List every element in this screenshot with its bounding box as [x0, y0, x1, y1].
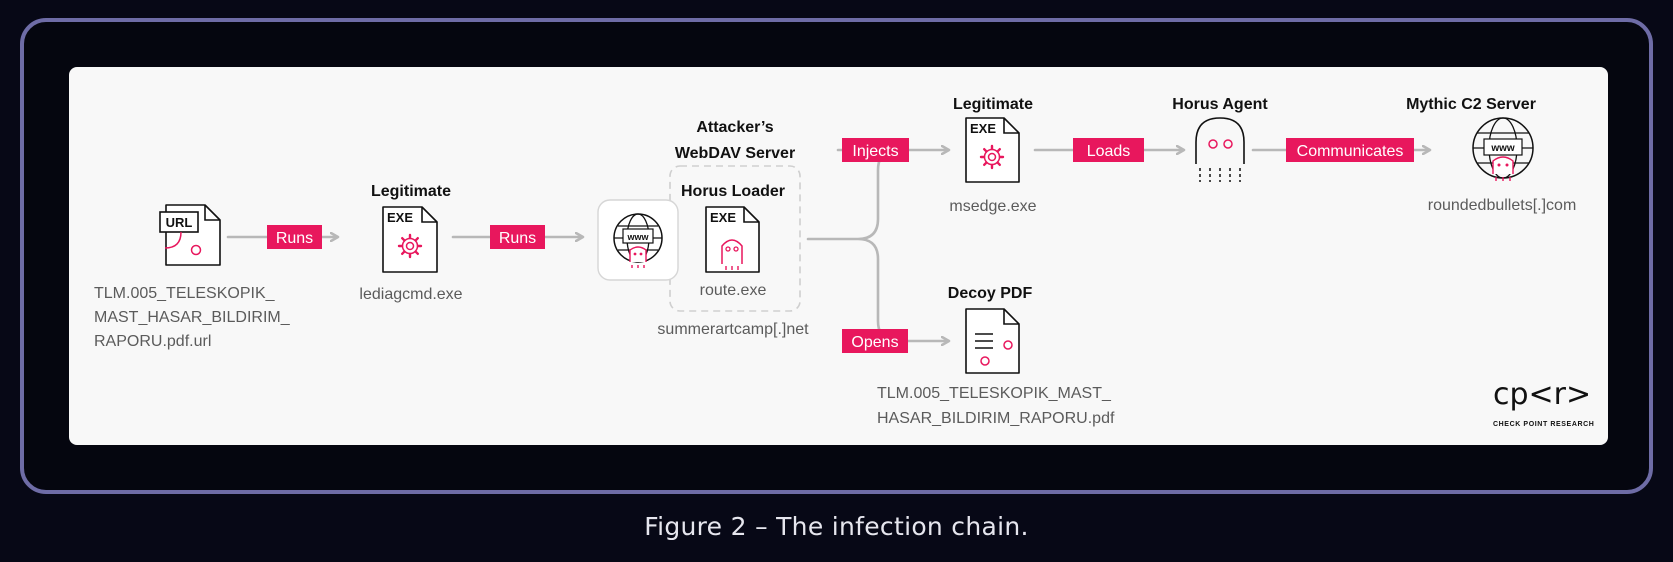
url-file-name-line-2: MAST_HASAR_BILDIRIM_ [94, 309, 291, 326]
webdav-title-line-2: WebDAV Server [675, 145, 795, 162]
webdav-domain: summerartcamp[.]net [657, 321, 809, 338]
check-point-research-logo: cp<r> CHECK POINT RESEARCH [1493, 377, 1594, 428]
decoy-pdf-name-line-1: TLM.005_TELESKOPIK_MAST_ [877, 385, 1112, 402]
diagram-panel [69, 67, 1608, 445]
svg-text:Communicates: Communicates [1297, 143, 1404, 160]
svg-text:Runs: Runs [276, 230, 313, 247]
svg-text:Runs: Runs [499, 230, 536, 247]
decoy-pdf-title: Decoy PDF [948, 285, 1033, 302]
decoy-pdf-name-line-2: HASAR_BILDIRIM_RAPORU.pdf [877, 410, 1115, 427]
exe-gear-icon: EXE [382, 206, 438, 273]
edge-label-runs-1: Runs [267, 225, 322, 249]
url-file-icon: URL [159, 204, 221, 266]
svg-text:URL: URL [166, 215, 193, 230]
svg-text:cp<r>: cp<r> [1493, 377, 1591, 412]
svg-text:Opens: Opens [851, 334, 898, 351]
svg-text:EXE: EXE [387, 210, 413, 225]
webdav-dashed-boundary [669, 165, 801, 312]
edge-label-opens: Opens [842, 329, 908, 353]
edge-label-communicates: Communicates [1286, 138, 1414, 162]
web-server-icon: www [597, 199, 679, 281]
url-file-name-line-1: TLM.005_TELESKOPIK_ [94, 285, 276, 302]
horus-loader-title: Horus Loader [681, 183, 785, 200]
mythic-domain: roundedbullets[.]com [1428, 197, 1577, 214]
web-server-icon: www [1472, 117, 1534, 181]
svg-text:EXE: EXE [710, 210, 736, 225]
svg-text:Loads: Loads [1087, 143, 1131, 160]
lediagcmd-title: Legitimate [371, 183, 451, 200]
branch-connector [806, 148, 900, 343]
svg-text:EXE: EXE [970, 121, 996, 136]
edge-label-injects: Injects [842, 138, 909, 162]
svg-text:www: www [1490, 143, 1515, 154]
url-file-name-line-3: RAPORU.pdf.url [94, 333, 211, 350]
svg-text:www: www [626, 232, 649, 242]
horus-agent-title: Horus Agent [1172, 96, 1268, 113]
edge-label-runs-2: Runs [490, 225, 545, 249]
webdav-title-line-1: Attacker’s [696, 119, 773, 136]
horus-loader-filename: route.exe [700, 282, 767, 299]
exe-ghost-icon: EXE [705, 206, 760, 273]
mythic-title: Mythic C2 Server [1406, 96, 1536, 113]
svg-text:CHECK POINT RESEARCH: CHECK POINT RESEARCH [1493, 421, 1594, 428]
lediagcmd-filename: lediagcmd.exe [359, 286, 462, 303]
svg-text:Injects: Injects [852, 143, 898, 160]
document-icon [965, 308, 1020, 374]
msedge-filename: msedge.exe [949, 198, 1036, 215]
figure-caption: Figure 2 – The infection chain. [644, 512, 1029, 541]
edge-label-loads: Loads [1073, 138, 1144, 162]
msedge-title: Legitimate [953, 96, 1033, 113]
ghost-icon [1195, 117, 1245, 182]
exe-gear-icon: EXE [965, 117, 1020, 183]
